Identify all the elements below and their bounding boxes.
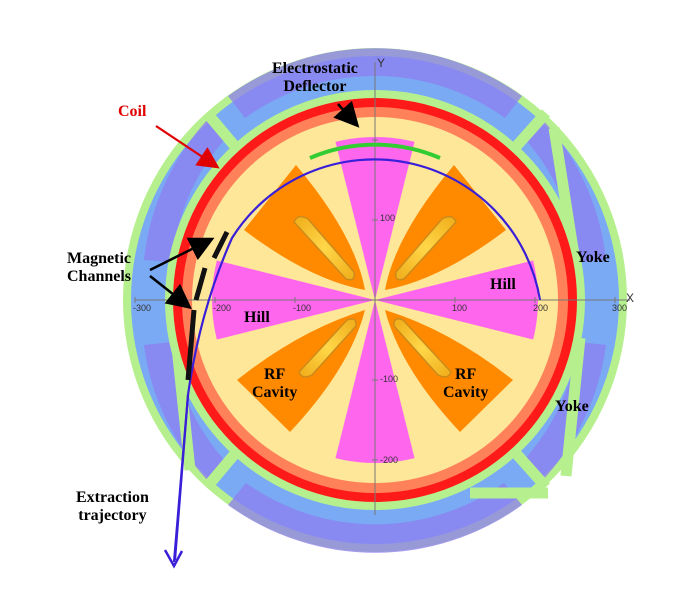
deflector-label-line2: Deflector (283, 78, 347, 95)
y-axis-label: Y (377, 56, 386, 70)
x-axis-label: X (626, 291, 635, 305)
beam-orbit (173, 158, 542, 561)
hill-label-right: Hill (490, 276, 516, 293)
y-tick-label: -200 (380, 455, 399, 465)
x-tick-label: 200 (533, 303, 549, 313)
electrostatic-deflector (309, 142, 441, 160)
rf-cavity-left-line2: Cavity (252, 384, 298, 401)
magnetic-channels-label: Magnetic Channels (67, 250, 131, 286)
annotation-arrows (149, 100, 360, 310)
magnetic-channels (185, 230, 230, 381)
magnetic-channel-pointer-2 (149, 275, 192, 310)
x-tick-label: 100 (452, 303, 468, 313)
yoke-label-upper: Yoke (576, 249, 610, 266)
coordinate-axes (134, 62, 630, 515)
magnetic-channel-pointer-1 (149, 237, 215, 272)
extraction-trajectory-arrow (172, 394, 190, 563)
deflector-label: Electrostatic Deflector (272, 60, 358, 96)
magnetic-channels-line2: Channels (67, 268, 132, 285)
x-tick-label: -100 (293, 303, 312, 313)
x-tick-label: 300 (612, 303, 628, 313)
dee-stems (293, 215, 457, 378)
extraction-line2: trajectory (78, 507, 147, 524)
yoke-support-spokes (170, 109, 586, 499)
rf-cavity-right-line2: Cavity (443, 384, 489, 401)
y-tick-label: 100 (380, 213, 396, 223)
x-tick-label: -300 (133, 303, 152, 313)
extraction-line1: Extraction (76, 489, 149, 506)
rf-cavity-label-left: RF Cavity (252, 366, 297, 402)
hill-label-left: Hill (244, 309, 270, 326)
y-tick-label: -100 (380, 374, 399, 384)
rf-cavity-left-line1: RF (264, 366, 286, 383)
x-tick-label: -200 (213, 303, 232, 313)
extraction-arrowhead (163, 549, 184, 569)
extraction-trajectory-label: Extraction trajectory (76, 489, 149, 525)
coil-pointer (155, 125, 220, 169)
yoke-label-lower: Yoke (555, 398, 589, 415)
deflector-pointer (333, 100, 360, 128)
deflector-label-line1: Electrostatic (272, 60, 358, 77)
magnetic-channels-line1: Magnetic (67, 250, 131, 267)
rf-cavity-label-right: RF Cavity (443, 366, 488, 402)
rf-cavity-right-line1: RF (455, 366, 477, 383)
coil-label: Coil (118, 103, 147, 120)
